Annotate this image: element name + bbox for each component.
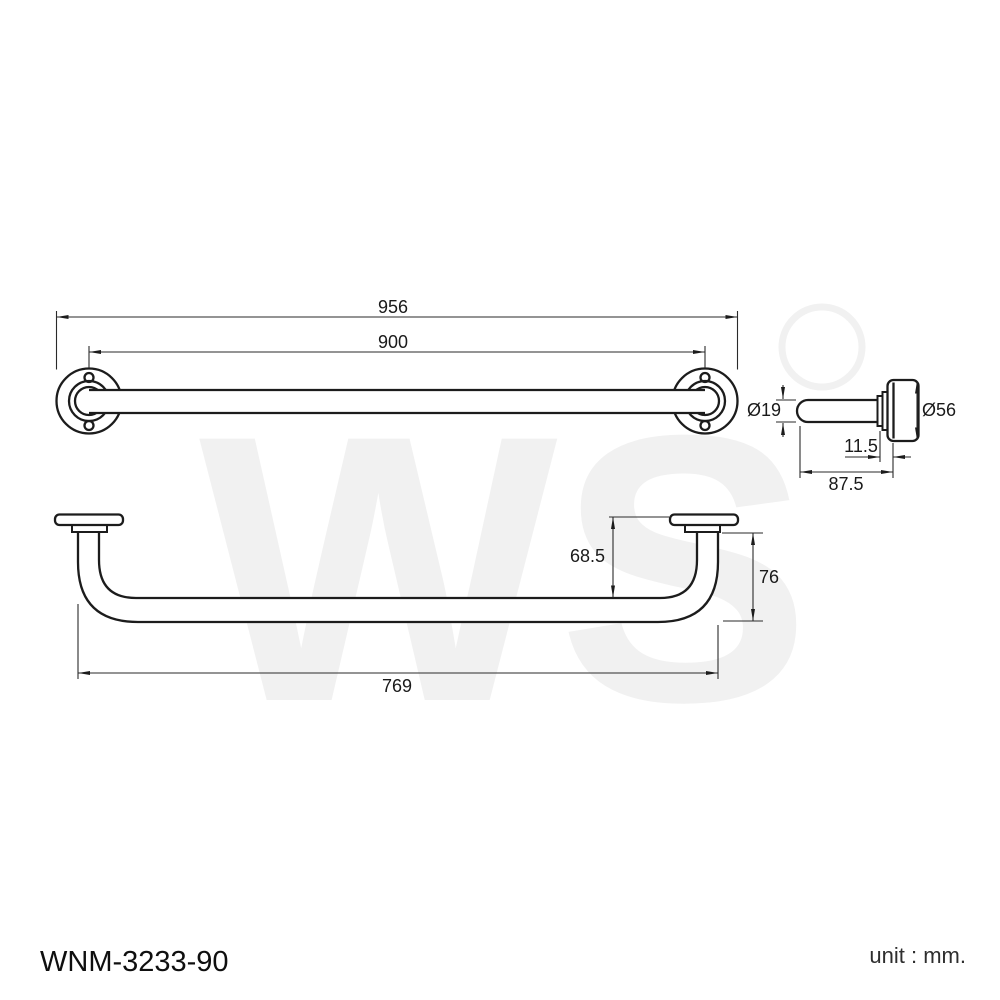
dim-overall-956: 956: [55, 297, 739, 370]
dim-label-dia19: Ø19: [747, 400, 781, 420]
dim-label-769: 769: [382, 676, 412, 696]
dim-label-68-5: 68.5: [570, 546, 605, 566]
front-bar-tube: [89, 388, 705, 415]
watermark-text: WS: [199, 356, 811, 781]
screw-hole-icon: [699, 371, 711, 384]
screw-hole-icon: [83, 371, 95, 384]
dim-label-11-5: 11.5: [844, 436, 878, 456]
model-number: WNM-3233-90: [40, 946, 229, 978]
watermark: WS: [199, 303, 866, 781]
screw-hole-icon: [699, 419, 711, 432]
dim-flange-diameter-56: Ø56: [915, 381, 956, 440]
dim-outer-76: 76: [722, 532, 779, 622]
side-flange-plate: [886, 378, 920, 443]
dim-label-900: 900: [378, 332, 408, 352]
front-view: 956 900: [55, 297, 739, 435]
dim-offset-11-5: 11.5: [844, 431, 911, 478]
plan-left-flange-plate: [53, 513, 125, 527]
plan-bar-tube: [76, 529, 720, 624]
dim-bar-diameter-19: Ø19: [747, 385, 796, 437]
dim-projection-87-5: 87.5: [799, 426, 893, 494]
dim-label-956: 956: [378, 297, 408, 317]
dim-centers-900: 900: [88, 332, 706, 368]
plan-right-flange-plate: [668, 513, 740, 527]
watermark-circle-icon: [778, 303, 866, 391]
screw-hole-icon: [83, 419, 95, 432]
dim-inner-68-5: 68.5: [570, 516, 669, 598]
side-bar-tube: [795, 398, 878, 424]
dim-label-76: 76: [759, 567, 779, 587]
unit-note: unit : mm.: [869, 943, 966, 968]
dim-label-87-5: 87.5: [828, 474, 863, 494]
dim-span-769: 769: [77, 604, 719, 696]
side-view: Ø19 Ø56 11.5 87.5: [747, 378, 956, 494]
plan-view: 68.5 76 769: [53, 513, 779, 696]
dim-label-dia56: Ø56: [922, 400, 956, 420]
